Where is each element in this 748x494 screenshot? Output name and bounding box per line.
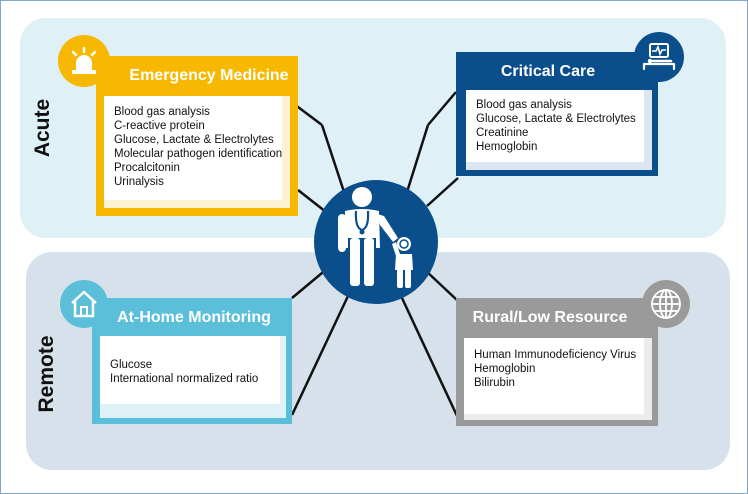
critical-care-card: Critical Care Blood gas analysis Glucose… <box>456 52 658 176</box>
card-title: At-Home Monitoring <box>117 309 271 326</box>
connector-line <box>297 189 327 213</box>
list-item: Bilirubin <box>474 377 515 389</box>
patient-monitor-icon <box>634 32 684 82</box>
connector-line <box>405 124 430 193</box>
siren-icon <box>58 35 110 87</box>
card-title: Rural/Low Resource <box>472 309 628 326</box>
list-item: Blood gas analysis <box>476 99 572 111</box>
list-item: Procalcitonin <box>114 162 180 174</box>
rural-low-resource-card: Rural/Low Resource Human Immunodeficienc… <box>456 298 658 426</box>
list-item: Glucose, Lactate & Electrolytes <box>476 113 636 125</box>
connector-line <box>290 295 350 416</box>
card-body: Glucose International normalized ratio <box>100 336 286 418</box>
at-home-monitoring-card: At-Home Monitoring Glucose International… <box>92 298 292 424</box>
card-body: Blood gas analysis Glucose, Lactate & El… <box>466 90 652 170</box>
list-item: Molecular pathogen identification <box>114 148 283 160</box>
connector-line <box>424 269 459 302</box>
doctor-with-child-icon <box>338 187 413 288</box>
card-body: Blood gas analysis C-reactive protein Gl… <box>104 96 290 208</box>
card-title: Emergency Medicine <box>129 67 289 84</box>
emergency-medicine-card: Emergency Medicine Blood gas analysis C-… <box>96 56 298 216</box>
list-item: Glucose, Lactate & Electrolytes <box>114 134 274 146</box>
connector-line <box>293 103 323 126</box>
connector-line <box>320 124 348 199</box>
home-icon <box>60 280 108 328</box>
list-item: Human Immunodeficiency Virus <box>474 349 637 361</box>
connector-line <box>427 91 457 126</box>
connector-line <box>426 177 459 207</box>
list-item: Glucose <box>110 359 153 371</box>
card-body: Human Immunodeficiency Virus Hemoglobin … <box>464 338 652 420</box>
globe-icon <box>642 280 690 328</box>
list-item: Blood gas analysis <box>114 106 210 118</box>
list-item: C-reactive protein <box>114 120 205 132</box>
card-title: Critical Care <box>500 63 596 80</box>
list-item: Urinalysis <box>114 176 164 188</box>
list-item: Hemoglobin <box>474 363 536 375</box>
list-item: Hemoglobin <box>476 141 538 153</box>
list-item: International normalized ratio <box>110 373 259 385</box>
list-item: Creatinine <box>476 127 529 139</box>
connector-line <box>400 297 460 419</box>
